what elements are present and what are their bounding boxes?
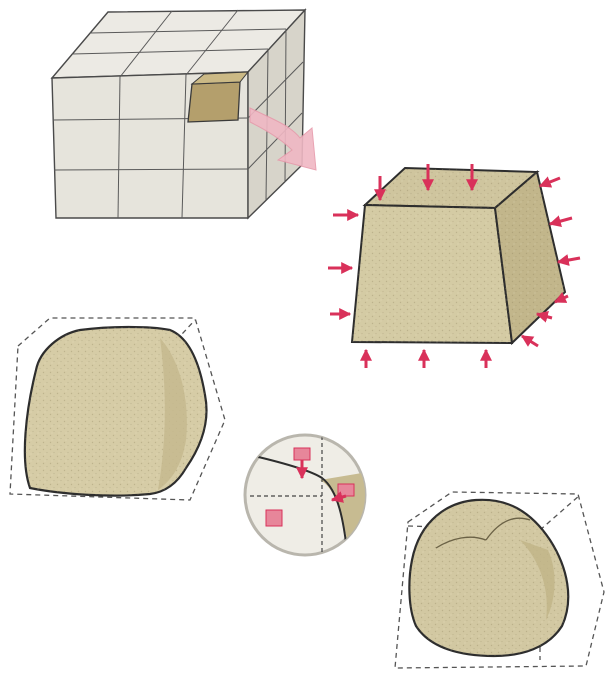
pressure-arrow-icon	[522, 336, 538, 346]
highlighted-block	[188, 82, 240, 122]
pressure-arrow-icon	[550, 218, 572, 224]
rounded-boulder-icon	[395, 492, 604, 668]
corner-zoom-icon	[245, 435, 380, 560]
weathered-block-icon	[10, 318, 225, 500]
pressure-arrow-icon	[558, 258, 580, 262]
separated-block-icon	[352, 168, 565, 343]
pressure-arrow-icon	[540, 178, 560, 186]
jointed-rock-mass-icon	[52, 10, 305, 218]
